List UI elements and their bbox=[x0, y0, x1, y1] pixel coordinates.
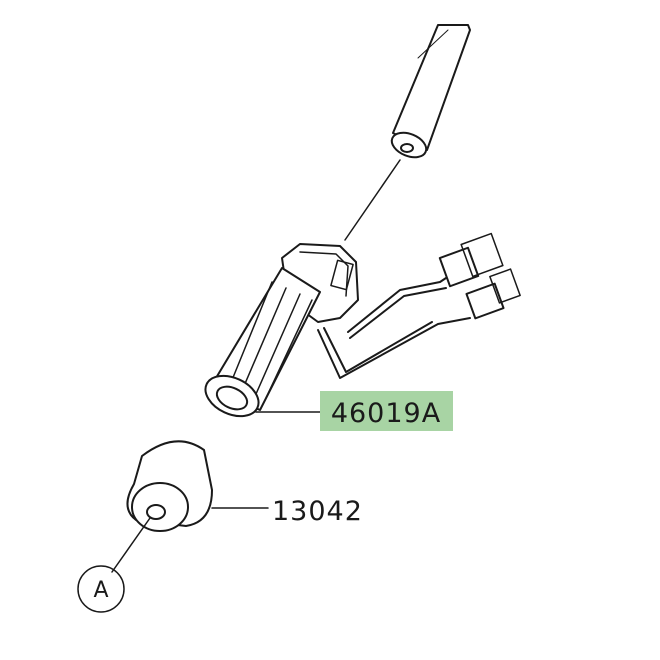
part-label-highlight bbox=[320, 391, 453, 431]
bar-end-weight bbox=[126, 440, 213, 532]
part-label-13042[interactable]: 13042 bbox=[272, 496, 363, 527]
part-label-46019a[interactable]: 46019A bbox=[331, 398, 441, 429]
connector-upper bbox=[438, 232, 504, 288]
leader-line-handlebar bbox=[344, 159, 401, 241]
connector-lower bbox=[465, 268, 521, 320]
leader-line-callout-a bbox=[111, 517, 151, 573]
callout-circle bbox=[77, 565, 125, 613]
handlebar-tube bbox=[390, 24, 471, 159]
heated-grip bbox=[204, 243, 359, 418]
callout-letter-a: A bbox=[93, 578, 108, 603]
